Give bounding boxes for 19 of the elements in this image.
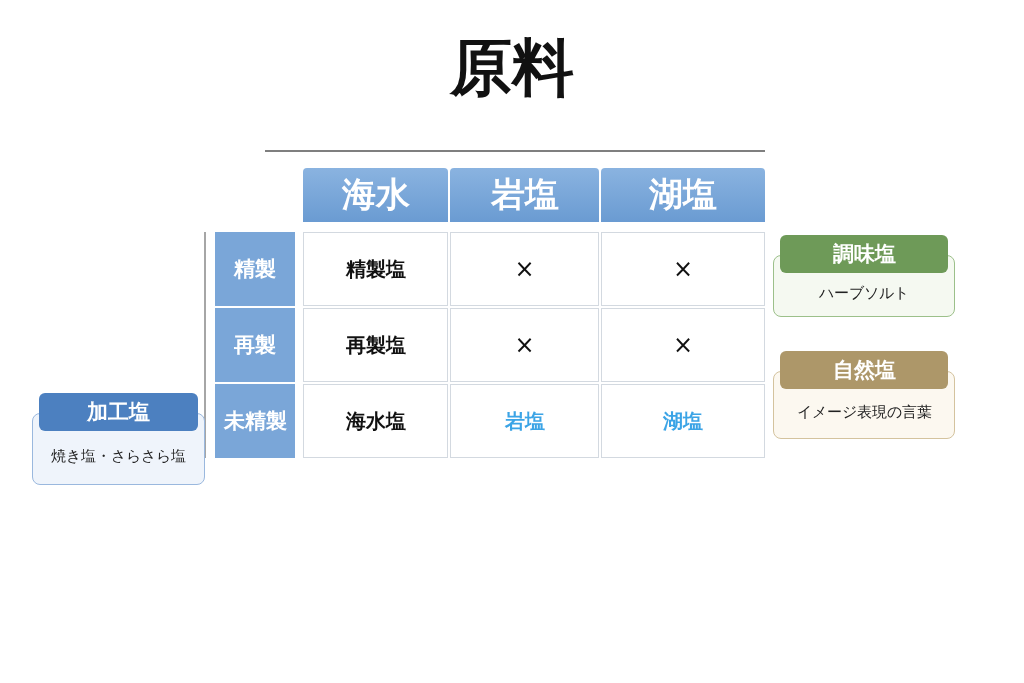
card-heading: 加工塩 [39, 393, 198, 431]
table-cell: 海水塩 [303, 384, 448, 458]
table-cell: × [450, 308, 599, 382]
column-header: 海水 [303, 168, 448, 222]
table-cell: 精製塩 [303, 232, 448, 306]
row-header: 未精製 [215, 384, 295, 458]
title: 原料 [448, 30, 575, 106]
table-cell: × [601, 232, 765, 306]
table-cell: 岩塩 [450, 384, 599, 458]
column-header: 湖塩 [601, 168, 765, 222]
table-cell: 再製塩 [303, 308, 448, 382]
table-cell: × [450, 232, 599, 306]
card-heading: 自然塩 [780, 351, 948, 389]
row-header: 精製 [215, 232, 295, 306]
card-heading: 調味塩 [780, 235, 948, 273]
table-cell: 湖塩 [601, 384, 765, 458]
row-header: 再製 [215, 308, 295, 382]
column-header: 岩塩 [450, 168, 599, 222]
table-cell: × [601, 308, 765, 382]
